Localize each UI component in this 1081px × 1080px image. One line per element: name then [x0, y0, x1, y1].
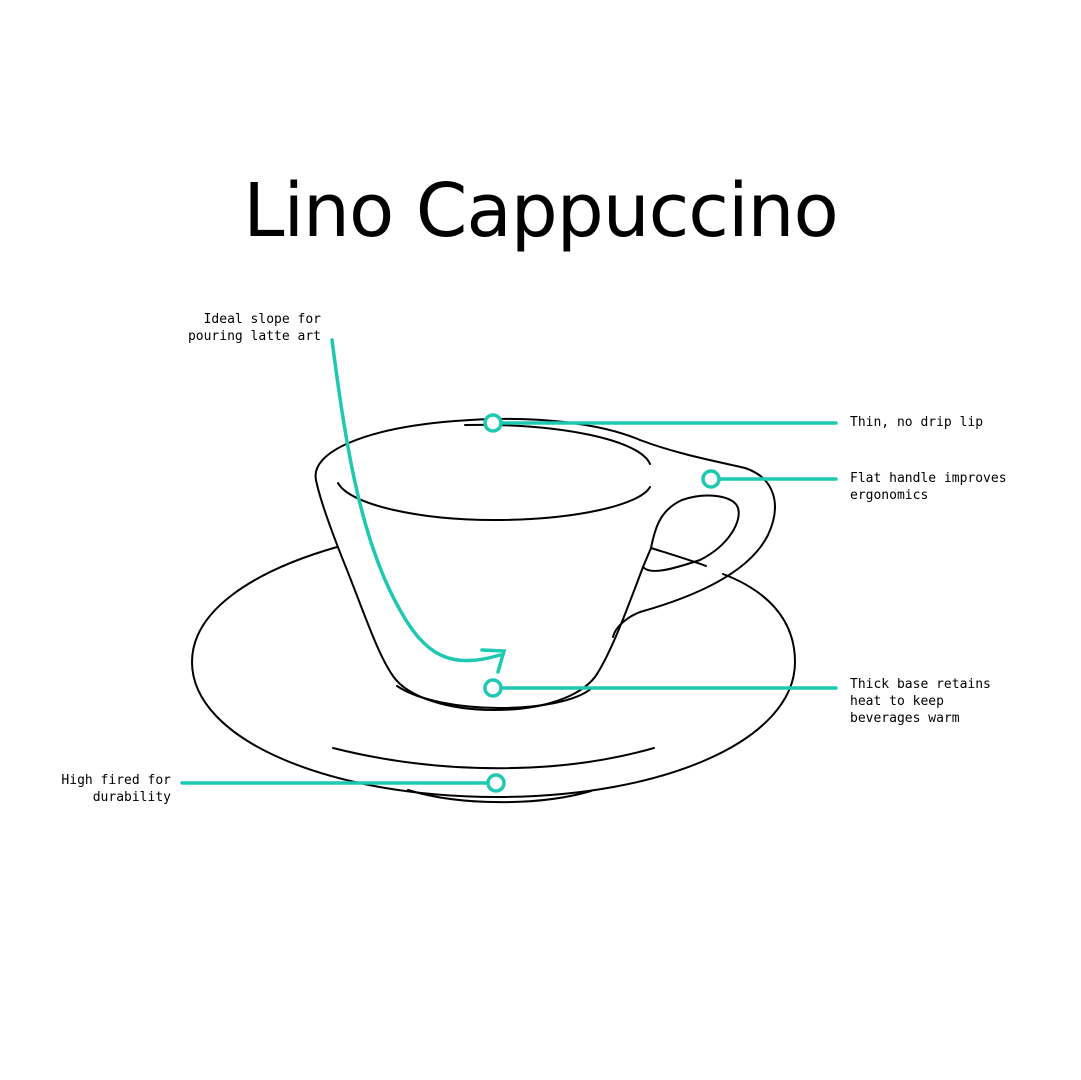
- callout-lip: Thin, no drip lip: [850, 414, 983, 431]
- callout-base-line-3: beverages warm: [850, 711, 960, 726]
- callout-slope-line-1: Ideal slope for: [203, 312, 321, 327]
- page-title: Lino Cappuccino: [243, 168, 838, 254]
- callout-handle-line-1: Flat handle improves: [850, 471, 1007, 486]
- fired-marker-icon: [486, 773, 506, 793]
- saucer-foot: [407, 789, 592, 804]
- cup-rim-back: [314, 417, 641, 481]
- base-marker-icon: [483, 678, 503, 698]
- callout-handle-line-2: ergonomics: [850, 488, 929, 503]
- handle-join: [650, 547, 707, 567]
- callout-base-line-1: Thick base retains: [850, 677, 991, 692]
- lip-marker-icon: [483, 413, 503, 433]
- callout-slope-line-2: pouring latte art: [187, 329, 321, 344]
- saucer-outer-rim: [191, 546, 796, 798]
- callout-lip-line-1: Thin, no drip lip: [850, 415, 984, 430]
- callout-base-line-2: heat to keep: [850, 694, 944, 709]
- handle-outer: [612, 439, 776, 638]
- callout-fired-line-1: High fired for: [61, 773, 171, 788]
- slope-arrow-head: [480, 648, 507, 674]
- cup-rim-front: [337, 482, 651, 521]
- callout-slope: Ideal slope for pouring latte art: [188, 311, 321, 345]
- callout-handle: Flat handle improves ergonomics: [850, 470, 1007, 504]
- annotation-lines: [180, 338, 838, 793]
- handle-inner: [642, 494, 740, 572]
- callout-base: Thick base retains heat to keep beverage…: [850, 676, 991, 727]
- handle-marker-icon: [701, 469, 721, 489]
- callout-fired-line-2: durability: [92, 790, 171, 805]
- cup-body-right: [642, 547, 652, 568]
- cup-outline: [191, 417, 796, 804]
- saucer-inner-line: [332, 747, 655, 770]
- cup-body-left: [315, 479, 644, 711]
- cup-base-line: [396, 685, 593, 709]
- slope-arrow-curve: [330, 338, 502, 663]
- callout-fired: High fired for durability: [61, 772, 171, 806]
